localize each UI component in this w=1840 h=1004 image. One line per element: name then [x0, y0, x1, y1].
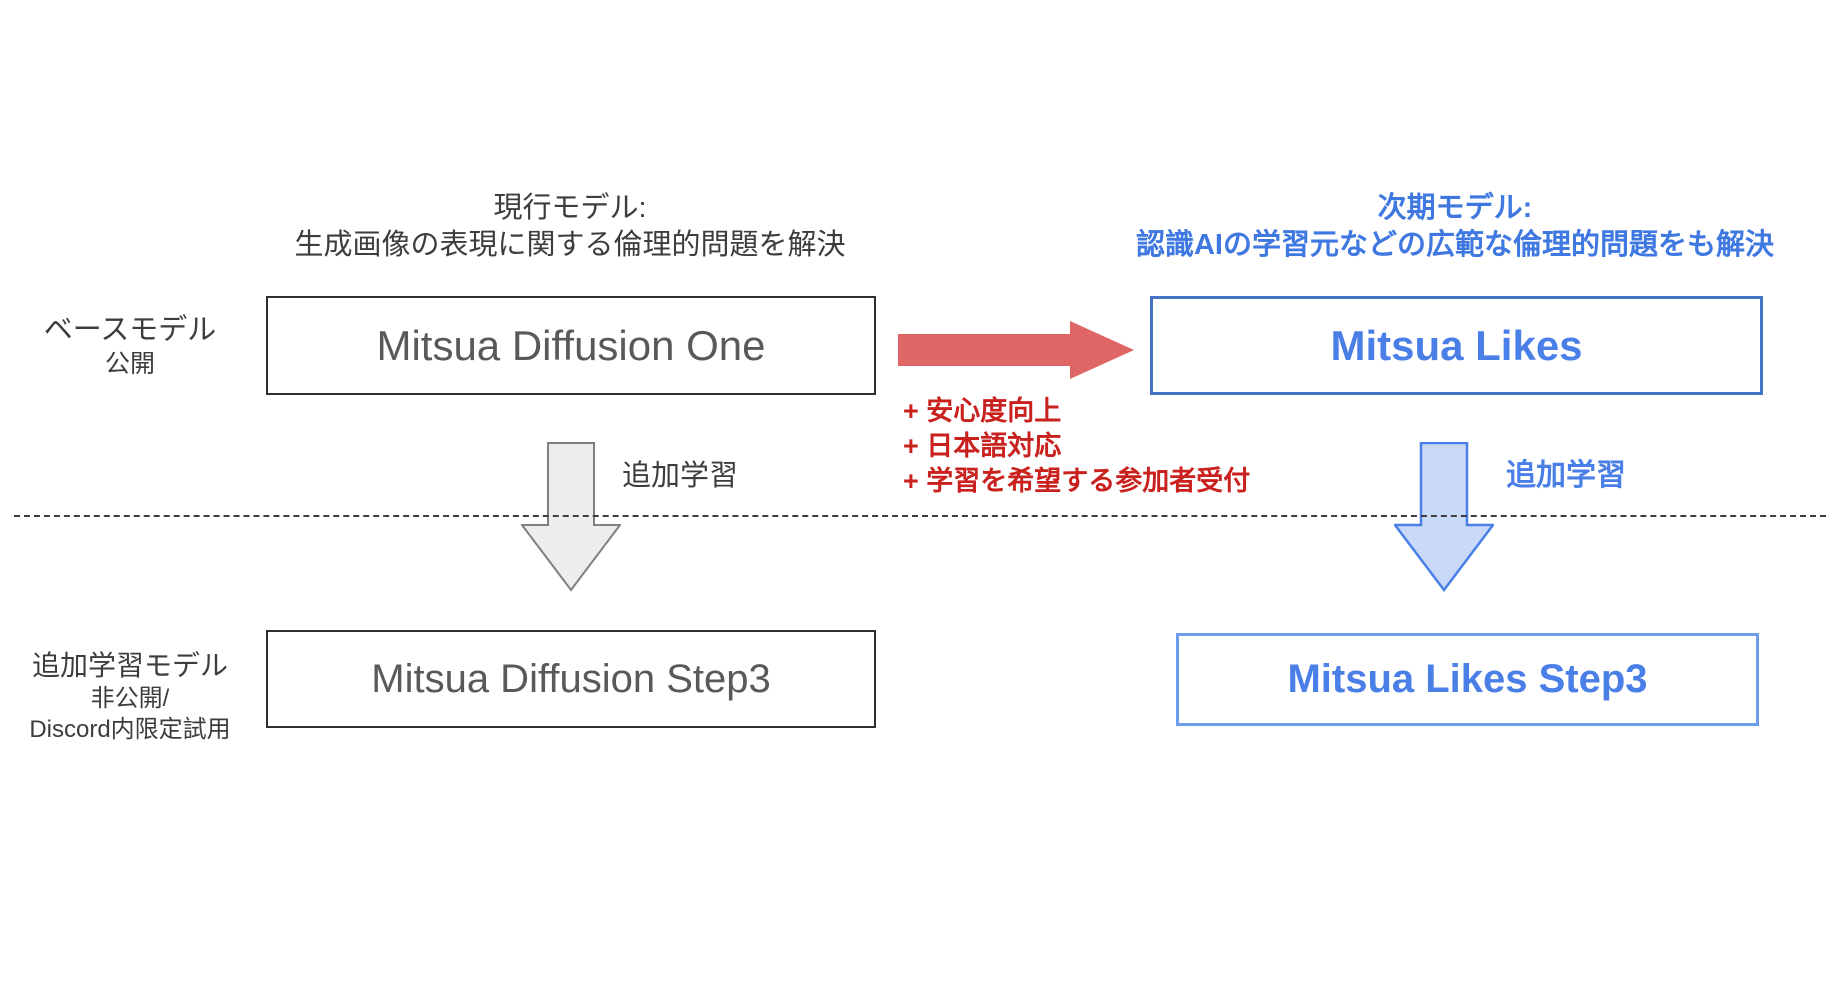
transition-note: + 学習を希望する参加者受付 [903, 466, 1251, 496]
mitsua-likes-step3-box: Mitsua Likes Step3 [1176, 633, 1759, 726]
mitsua-diffusion-step3-label: Mitsua Diffusion Step3 [371, 656, 771, 701]
mitsua-diffusion-step3-box: Mitsua Diffusion Step3 [266, 630, 876, 728]
finetuned-model-row-label: 追加学習モデル 非公開/ Discord内限定試用 [10, 648, 250, 745]
base-model-status: 公開 [104, 350, 155, 378]
next-model-header-line1: 次期モデル: [1377, 192, 1533, 224]
current-model-header-line1: 現行モデル: [493, 192, 647, 224]
transition-notes: + 安心度向上 + 日本語対応 + 学習を希望する参加者受付 [903, 394, 1250, 499]
next-model-header-line2: 認識AIの学習元などの広範な倫理的問題をも解決 [1135, 229, 1774, 261]
mitsua-diffusion-one-box: Mitsua Diffusion One [266, 296, 876, 395]
base-model-label: ベースモデル [43, 314, 217, 346]
mitsua-likes-box: Mitsua Likes [1150, 296, 1763, 395]
public-private-divider [14, 515, 1826, 517]
mitsua-likes-label: Mitsua Likes [1330, 321, 1583, 369]
mitsua-diffusion-one-label: Mitsua Diffusion One [376, 321, 766, 369]
finetune-label-right: 追加学習 [1506, 459, 1626, 492]
base-model-row-label: ベースモデル 公開 [20, 312, 240, 380]
transition-note: + 安心度向上 [903, 396, 1062, 426]
transition-arrow-right-icon [898, 321, 1134, 379]
current-model-header-line2: 生成画像の表現に関する倫理的問題を解決 [294, 229, 846, 261]
mitsua-likes-step3-label: Mitsua Likes Step3 [1287, 657, 1648, 701]
current-model-header: 現行モデル: 生成画像の表現に関する倫理的問題を解決 [250, 190, 890, 264]
finetune-arrow-down-blue-icon [1394, 442, 1494, 592]
finetuned-model-status-line1: 非公開/ [90, 685, 170, 712]
finetuned-model-label: 追加学習モデル [31, 650, 228, 681]
finetune-label-left: 追加学習 [622, 460, 739, 492]
transition-note: + 日本語対応 [903, 431, 1062, 461]
next-model-header: 次期モデル: 認識AIの学習元などの広範な倫理的問題をも解決 [1085, 190, 1825, 264]
finetuned-model-status-line2: Discord内限定試用 [29, 716, 231, 743]
finetune-arrow-down-gray-icon [521, 442, 621, 592]
